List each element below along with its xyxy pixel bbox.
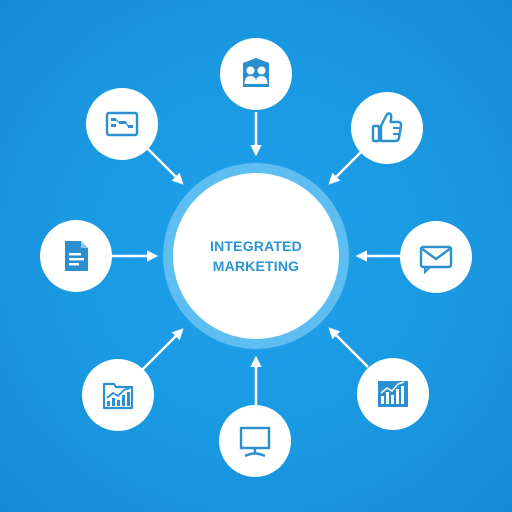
- center-title-line1: INTEGRATED: [210, 238, 302, 254]
- document-icon: [65, 241, 88, 271]
- growth-chart-icon: [102, 382, 134, 410]
- center-title-line2: MARKETING: [212, 258, 300, 274]
- bar-chart-icon: [378, 381, 408, 407]
- arrow-bottom-right: [328, 327, 369, 368]
- presentation-icon: [105, 111, 139, 137]
- node-bottom-right: [357, 358, 429, 430]
- node-top: [220, 38, 292, 110]
- thumbs-up-icon: [371, 112, 403, 143]
- email-icon: [419, 245, 453, 275]
- center-circle: INTEGRATED MARKETING: [173, 173, 339, 339]
- arrow-bottom-left: [139, 328, 184, 373]
- node-bottom: [219, 405, 291, 477]
- node-top-left: [86, 88, 158, 160]
- node-left: [40, 220, 112, 292]
- team-icon: [243, 58, 269, 87]
- node-top-right: [351, 92, 423, 164]
- node-right: [400, 221, 472, 293]
- monitor-icon: [239, 426, 271, 458]
- node-bottom-left: [82, 359, 154, 431]
- arrow-top-left: [143, 144, 184, 185]
